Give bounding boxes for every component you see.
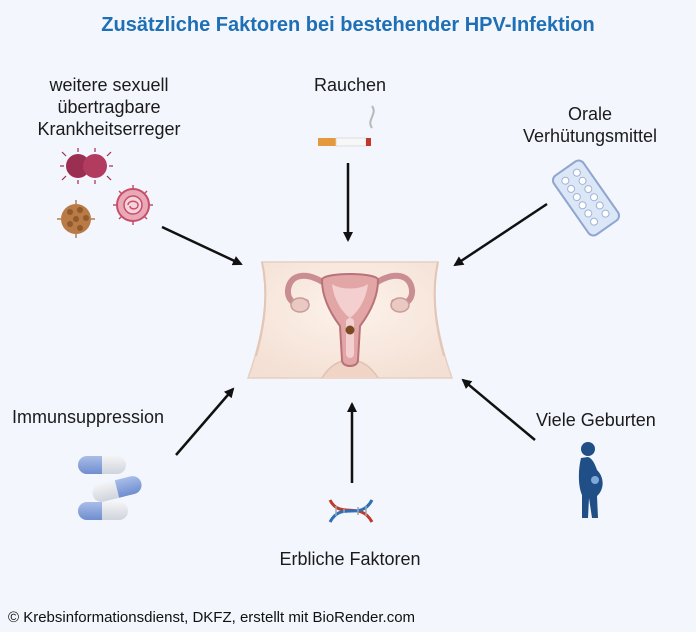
arrow-sti xyxy=(161,225,243,266)
arrow-immunosuppression xyxy=(175,387,235,456)
pill-pack-icon xyxy=(551,159,621,237)
label-sti: weitere sexuell übertragbare Krankheitse… xyxy=(37,75,181,139)
label-births: Viele Geburten xyxy=(536,410,656,430)
arrow-contraceptives xyxy=(453,202,548,267)
pregnant-woman-icon xyxy=(578,442,603,518)
herpes-virus-icon xyxy=(113,185,153,225)
uterus-illustration xyxy=(246,261,454,379)
pathogen-icon xyxy=(60,148,113,184)
copyright-footer: © Krebsinformationsdienst, DKFZ, erstell… xyxy=(8,609,416,626)
virus-icon xyxy=(57,200,95,238)
label-heredity: Erbliche Faktoren xyxy=(279,549,421,569)
capsules-icon xyxy=(78,456,142,520)
arrow-births xyxy=(461,378,536,441)
label-contraceptives: Orale Verhütungsmittel xyxy=(522,104,658,146)
diagram-title: Zusätzliche Faktoren bei bestehender HPV… xyxy=(101,14,595,36)
label-smoking: Rauchen xyxy=(313,75,387,95)
label-immunosuppression: Immunsuppression xyxy=(12,407,165,427)
dna-icon xyxy=(328,499,374,523)
cigarette-icon xyxy=(318,105,375,147)
